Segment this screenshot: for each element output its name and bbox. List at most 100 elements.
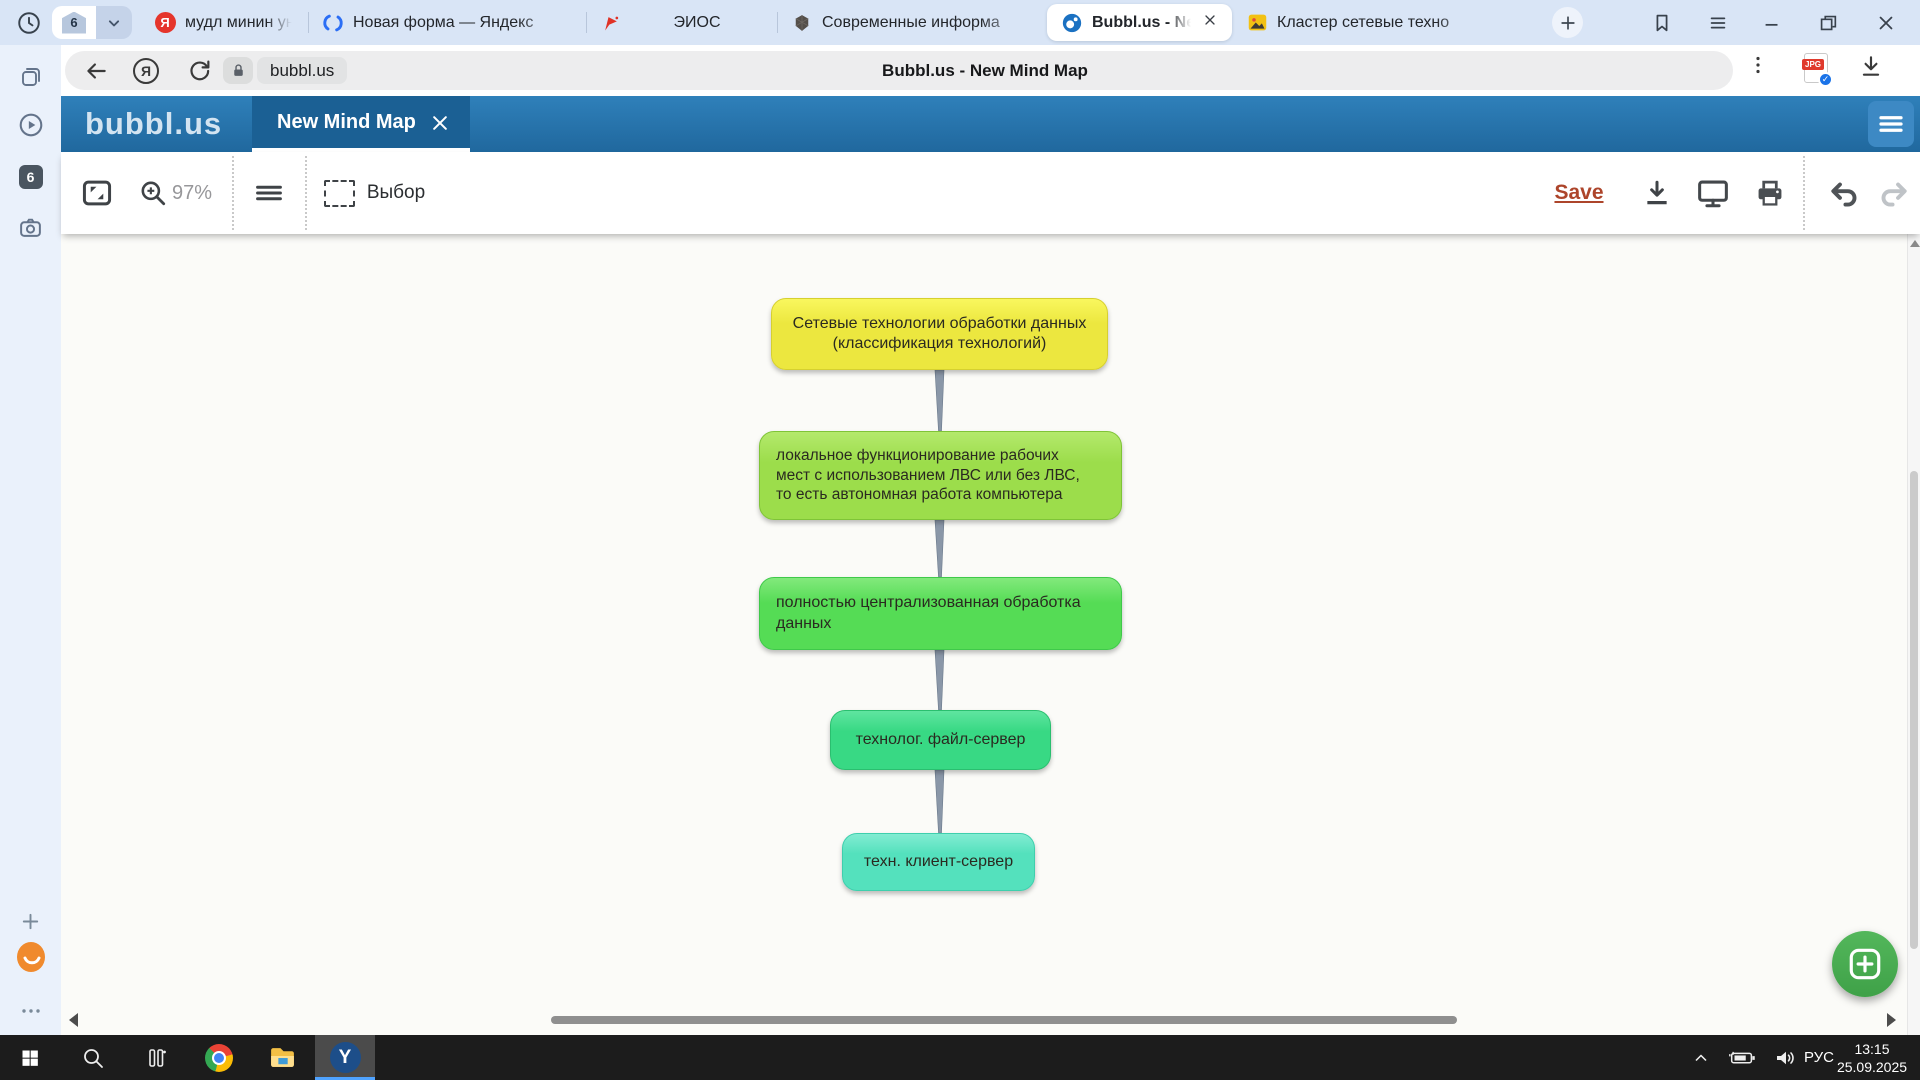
language-indicator[interactable]: РУС — [1803, 1049, 1835, 1066]
folder-icon — [270, 1048, 294, 1067]
download-sync-badge: ✓ — [1818, 72, 1833, 87]
select-tool-label: Выбор — [366, 182, 426, 203]
back-button[interactable] — [83, 58, 109, 84]
panels-button[interactable] — [17, 63, 45, 91]
lock-icon — [233, 64, 243, 76]
hidden-icons-button[interactable] — [1676, 1035, 1726, 1080]
sidebar-counter-badge: 6 — [18, 165, 43, 189]
panels-icon — [21, 68, 40, 86]
tab-forms[interactable]: Новая форма — Яндекс — [308, 0, 586, 45]
tab-moodle[interactable]: Я мудл минин универ — — [140, 0, 308, 45]
redo-button[interactable] — [1873, 152, 1917, 234]
domain-chip[interactable]: bubbl.us — [257, 57, 348, 84]
camera-button[interactable] — [17, 213, 45, 241]
fit-screen-button[interactable] — [77, 152, 117, 234]
chevron-down-icon — [108, 19, 120, 26]
volume-button[interactable] — [1762, 1035, 1808, 1080]
browser-sidebar: 6 — [0, 45, 61, 1035]
hamburger-icon — [1710, 17, 1726, 28]
horizontal-scrollbar[interactable] — [551, 1016, 1457, 1024]
mindmap-node-root[interactable]: Сетевые технологии обработки данных (кла… — [771, 298, 1108, 370]
tab-counter[interactable]: 6 — [52, 6, 96, 39]
zoom-in-icon — [141, 181, 166, 206]
image-icon — [1246, 12, 1268, 34]
sidebar-counter-button[interactable]: 6 — [17, 163, 45, 191]
scroll-up-arrow[interactable] — [1910, 240, 1920, 247]
tab-modern-info[interactable]: Современные информа — [777, 0, 1047, 45]
tab-eios[interactable]: ЭИОС — [586, 0, 777, 45]
app-menu-button[interactable] — [1868, 101, 1914, 147]
save-button[interactable]: Save — [1554, 181, 1604, 204]
camera-icon — [20, 218, 41, 237]
minimize-button[interactable] — [1750, 0, 1794, 45]
battery-charging-icon — [1729, 1051, 1755, 1063]
chrome-icon — [205, 1043, 233, 1072]
taskbar-search-button[interactable] — [63, 1035, 123, 1080]
plus-icon — [1560, 15, 1575, 30]
vertical-scrollbar-track[interactable] — [1907, 234, 1920, 1035]
cube-icon — [791, 12, 813, 34]
play-button[interactable] — [17, 111, 45, 139]
mindmap-node-clientserver[interactable]: техн. клиент-сервер — [842, 833, 1035, 891]
file-explorer-button[interactable] — [252, 1035, 312, 1080]
browser-menu-button[interactable] — [1696, 0, 1740, 45]
yandex-icon: Я — [154, 12, 176, 34]
taskbar-clock[interactable]: 13:15 25.09.2025 — [1832, 1038, 1912, 1078]
tabs-strip: Я мудл минин универ — Новая форма — Янде… — [140, 0, 1502, 45]
forms-icon — [322, 12, 344, 34]
address-bar[interactable]: Я bubbl.us Bubbl.us - New Mind Map — [65, 51, 1733, 90]
scroll-right-arrow[interactable] — [1887, 1013, 1896, 1027]
sidebar-app-button[interactable] — [16, 942, 45, 972]
add-bubble-button[interactable] — [1832, 931, 1898, 997]
taskbar-date: 25.09.2025 — [1836, 1059, 1908, 1075]
layers-menu-button[interactable] — [249, 152, 289, 234]
side-panel-toggle-button[interactable] — [1640, 0, 1684, 45]
orange-app-icon — [16, 942, 45, 972]
bubbl-logo[interactable]: bubbl.us — [85, 106, 223, 141]
printer-icon — [1758, 180, 1782, 206]
undo-icon — [1831, 182, 1857, 207]
export-button[interactable] — [1637, 152, 1677, 234]
tab-bubbl-active[interactable]: Bubbl.us - New Mind — [1047, 4, 1232, 41]
mindmap-node-local[interactable]: локальное функционирование рабочих мест … — [759, 431, 1122, 520]
present-button[interactable] — [1693, 152, 1733, 234]
mindmap-node-fileserver[interactable]: технолог. файл-сервер — [830, 710, 1051, 770]
restore-button[interactable] — [1806, 0, 1850, 45]
new-tab-button[interactable] — [1552, 7, 1583, 38]
tabs-dropdown-button[interactable] — [96, 6, 132, 39]
document-tab-close-icon[interactable] — [430, 113, 450, 133]
select-tool-button[interactable] — [321, 152, 357, 234]
bookmark-panel-icon — [1656, 14, 1668, 31]
chrome-button[interactable] — [189, 1035, 249, 1080]
battery-button[interactable] — [1718, 1035, 1766, 1080]
monitor-icon — [1698, 180, 1728, 208]
tab-close-icon[interactable] — [1202, 12, 1218, 33]
reload-button[interactable] — [187, 58, 213, 84]
history-clock-icon[interactable] — [16, 10, 42, 36]
scroll-left-arrow[interactable] — [69, 1013, 78, 1027]
recent-download-badge[interactable]: JPG ✓ — [1802, 53, 1833, 87]
yandex-home-button[interactable]: Я — [133, 58, 159, 84]
yandex-browser-icon: Y — [329, 1042, 361, 1073]
downloads-button[interactable] — [1858, 53, 1884, 84]
mindmap-canvas[interactable]: Сетевые технологии обработки данных (кла… — [61, 234, 1907, 1035]
site-security-badge[interactable] — [223, 57, 253, 84]
undo-button[interactable] — [1821, 152, 1865, 234]
yandex-browser-button[interactable]: Y — [315, 1035, 375, 1080]
start-button[interactable] — [0, 1035, 60, 1080]
sidebar-more-button[interactable] — [17, 997, 45, 1025]
zoom-button[interactable] — [135, 152, 171, 234]
document-tab[interactable]: New Mind Map — [252, 96, 470, 152]
task-view-button[interactable] — [126, 1035, 186, 1080]
sidebar-add-button[interactable] — [17, 907, 45, 935]
mindmap-node-centralized[interactable]: полностью централизованная обработка дан… — [759, 577, 1122, 650]
tab-cluster[interactable]: Кластер сетевые техно — [1232, 0, 1502, 45]
close-button[interactable] — [1864, 0, 1908, 45]
print-button[interactable] — [1749, 152, 1791, 234]
vertical-scrollbar[interactable] — [1910, 471, 1918, 949]
windows-taskbar: Y РУС 13:15 25.09.2025 — [0, 1035, 1920, 1080]
address-more-button[interactable] — [1746, 53, 1770, 82]
bubbl-toolbar: 97% Выбор Save — [61, 152, 1920, 234]
play-icon — [19, 113, 42, 137]
selection-rect-icon — [323, 179, 355, 207]
